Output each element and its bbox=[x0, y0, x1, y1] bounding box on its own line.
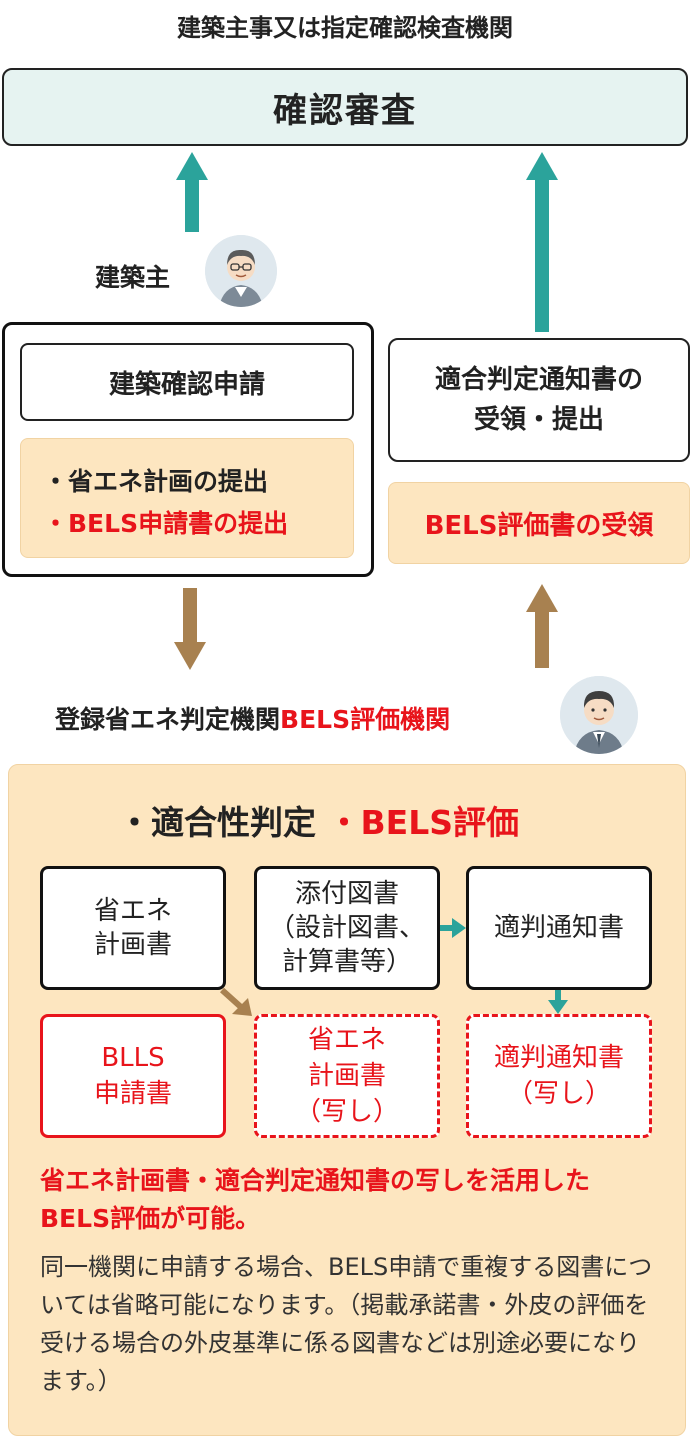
energy-plan-submit-item: ・省エネ計画の提出 bbox=[43, 467, 269, 496]
owner-avatar-icon bbox=[205, 235, 277, 307]
notice-doc: 適判通知書 bbox=[466, 866, 652, 990]
org-label-red: BELS評価機関 bbox=[280, 705, 451, 734]
notice-copy-line2: （写し） bbox=[506, 1079, 611, 1109]
review-box: 確認審査 bbox=[2, 68, 688, 146]
notice-doc-label: 適判通知書 bbox=[493, 913, 624, 943]
bels-application-doc-line1: BLLS bbox=[101, 1043, 165, 1073]
energy-plan-copy-doc: 省エネ 計画書 （写し） bbox=[254, 1014, 440, 1138]
building-confirmation-application-box: 建築確認申請 bbox=[20, 343, 354, 421]
bels-application-doc-line2: 申請書 bbox=[93, 1079, 172, 1109]
notice-receipt-line1: 適合判定通知書の bbox=[434, 365, 643, 395]
panel-heading: ・適合性判定 ・BELS評価 bbox=[118, 796, 519, 844]
attached-docs-line1: 添付図書 bbox=[294, 879, 399, 909]
down-arrow bbox=[174, 588, 206, 670]
notice-receipt-box: 適合判定通知書の 受領・提出 bbox=[388, 338, 690, 462]
energy-plan-copy-line1: 省エネ bbox=[307, 1025, 386, 1055]
bels-application-submit-item: ・BELS申請書の提出 bbox=[43, 509, 289, 538]
bels-report-receipt-label: BELS評価書の受領 bbox=[424, 510, 654, 541]
attached-docs: 添付図書 （設計図書、 計算書等） bbox=[254, 866, 440, 990]
left-up-arrow bbox=[176, 152, 208, 232]
notice-copy-arrow bbox=[546, 990, 570, 1014]
energy-plan-copy-line2: 計画書 bbox=[307, 1061, 386, 1091]
org-label: 登録省エネ判定機関BELS評価機関 bbox=[55, 700, 450, 736]
attached-docs-line2: （設計図書、 bbox=[268, 913, 425, 943]
energy-plan-doc: 省エネ 計画書 bbox=[40, 866, 226, 990]
notice-copy-line1: 適判通知書 bbox=[493, 1043, 624, 1073]
right-up-arrow bbox=[526, 152, 558, 332]
panel-heading-red: ・BELS評価 bbox=[327, 803, 520, 842]
energy-plan-doc-line2: 計画書 bbox=[93, 930, 172, 960]
owner-label: 建築主 bbox=[95, 263, 171, 292]
bels-application-doc: BLLS 申請書 bbox=[40, 1014, 226, 1138]
notice-receipt-line2: 受領・提出 bbox=[473, 405, 604, 435]
energy-plan-copy-line3: （写し） bbox=[294, 1097, 399, 1127]
attached-to-notice-arrow bbox=[440, 918, 466, 938]
energy-plan-doc-line1: 省エネ bbox=[93, 896, 172, 926]
org-label-black: 登録省エネ判定機関 bbox=[55, 705, 281, 734]
energy-plan-copy-arrow bbox=[219, 987, 254, 1018]
notice-copy-doc: 適判通知書 （写し） bbox=[466, 1014, 652, 1138]
top-title: 建築主事又は指定確認検査機関 bbox=[177, 14, 513, 42]
note-highlight: 省エネ計画書・適合判定通知書の写しを活用したBELS評価が可能。 bbox=[40, 1166, 591, 1233]
evaluator-avatar-icon bbox=[560, 676, 638, 754]
left-submission-list: ・省エネ計画の提出 ・BELS申請書の提出 bbox=[20, 438, 354, 558]
panel-heading-black: ・適合性判定 bbox=[118, 803, 316, 842]
review-label: 確認審査 bbox=[273, 90, 417, 131]
note-body: 同一機関に申請する場合、BELS申請で重複する図書については省略可能になります。… bbox=[40, 1253, 653, 1395]
attached-docs-line3: 計算書等） bbox=[281, 947, 412, 977]
bels-report-receipt-box: BELS評価書の受領 bbox=[388, 482, 690, 564]
up-arrow-brown bbox=[526, 584, 558, 668]
apply-label: 建築確認申請 bbox=[108, 369, 265, 400]
